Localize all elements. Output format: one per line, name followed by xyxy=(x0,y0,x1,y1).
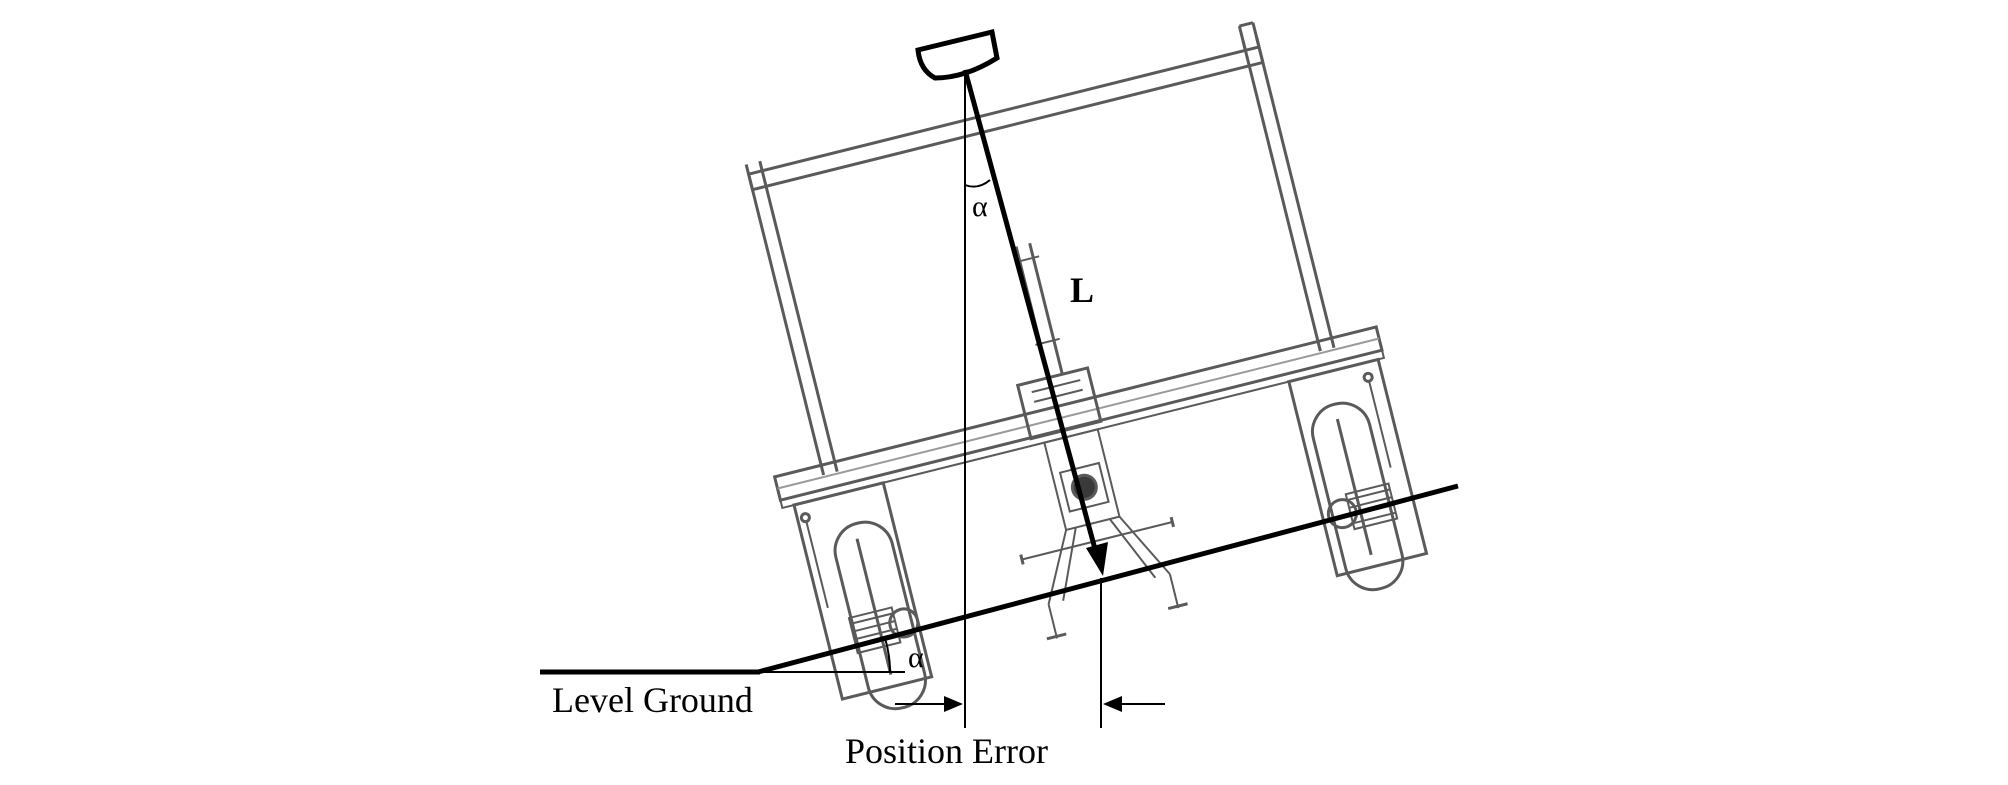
top-angle-label: α xyxy=(972,190,988,223)
length-vector-arrow xyxy=(962,69,1108,576)
slope-ground-line xyxy=(757,483,1459,675)
position-error-label: Position Error xyxy=(845,731,1048,771)
position-error-right-arrow xyxy=(1103,696,1165,712)
top-angle-arc xyxy=(964,179,991,188)
length-label: L xyxy=(1070,270,1094,310)
level-ground-label: Level Ground xyxy=(552,680,753,720)
ground-angle-arc xyxy=(884,637,891,673)
vehicle-drawing xyxy=(744,21,1429,711)
position-error-left-arrow xyxy=(895,696,963,712)
left-wheel-assembly xyxy=(792,480,934,711)
ground-angle-label: α xyxy=(908,641,924,674)
right-wheel-assembly xyxy=(1287,357,1429,592)
mast-frame xyxy=(744,21,1336,476)
gnss-antenna xyxy=(915,28,1000,81)
